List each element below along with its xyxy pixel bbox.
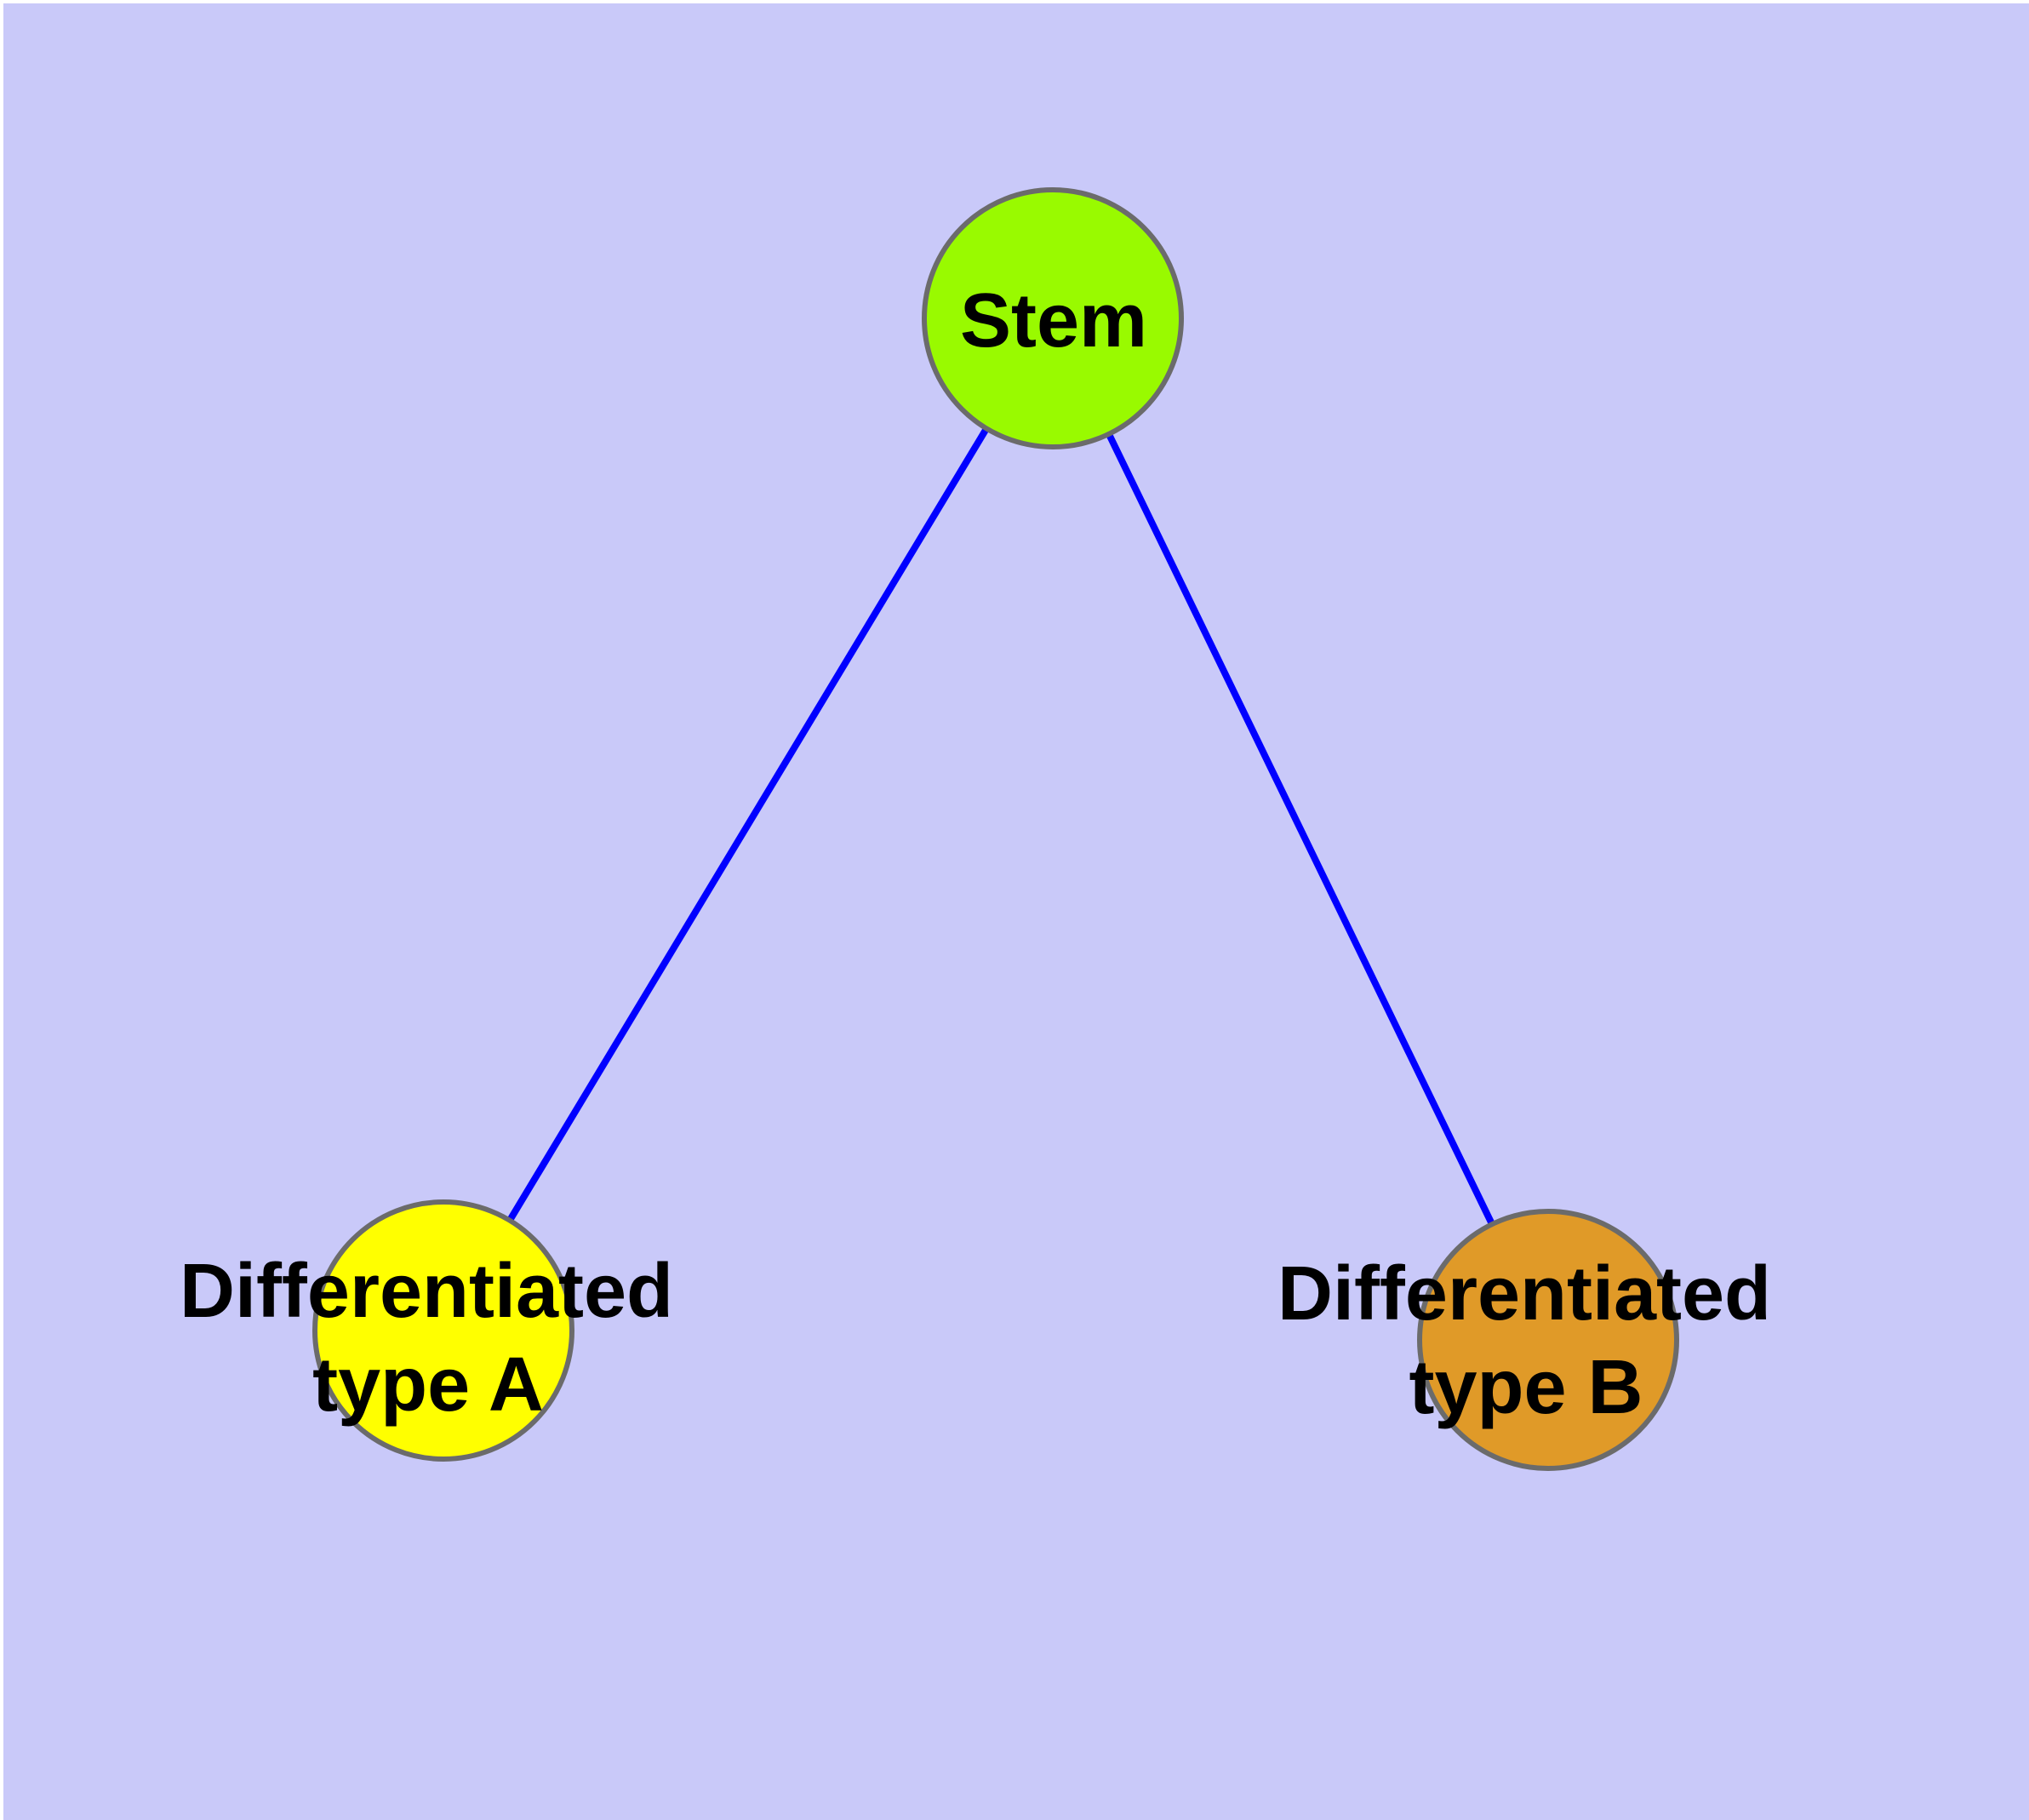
node-differentiated-type-b-label-line1: Differentiated: [1277, 1251, 1771, 1336]
node-differentiated-type-a-label-line1: Differentiated: [180, 1249, 673, 1334]
node-stem-label: Stem: [960, 278, 1147, 363]
edge-stem-to-type-b: [1049, 317, 1552, 1342]
node-differentiated-type-a: [312, 1199, 574, 1462]
node-differentiated-type-b-label-line2: type B: [1409, 1345, 1643, 1430]
edge-stem-to-type-a: [440, 316, 1056, 1333]
node-differentiated-type-b: [1417, 1209, 1679, 1471]
node-differentiated-type-a-label-line2: type A: [312, 1342, 544, 1428]
node-stem: [922, 187, 1184, 449]
